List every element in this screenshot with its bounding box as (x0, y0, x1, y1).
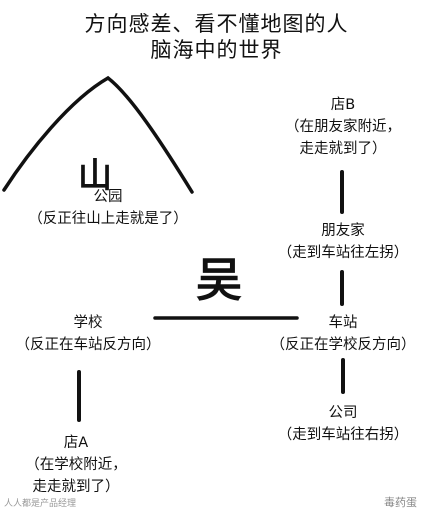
friend-note: （走到车站往左拐） (277, 245, 409, 261)
shopB-note-2: 走走就到了） (299, 141, 387, 157)
park-note: （反正往山上走就是了） (28, 211, 188, 227)
shopB-note-1: （在朋友家附近， (285, 119, 401, 135)
shopB-label: 店B （在朋友家附近， 走走就到了） (263, 94, 423, 160)
station-name: 车站 (328, 315, 358, 331)
shopA-name: 店A (63, 435, 89, 451)
station-label: 车站 （反正在学校反方向） (258, 312, 428, 356)
school-label: 学校 （反正在车站反方向） (8, 312, 168, 356)
shopA-note-2: 走走就到了） (32, 479, 120, 495)
park-label: 公园 （反正往山上走就是了） (0, 186, 216, 230)
company-label: 公司 （走到车站往右拐） (261, 402, 425, 446)
shopB-name: 店B (330, 97, 356, 113)
school-note: （反正在车站反方向） (15, 337, 161, 353)
park-name: 公园 (93, 189, 123, 205)
watermark-left: 人人都是产品经理 (4, 499, 77, 509)
company-note: （走到车站往右拐） (277, 427, 409, 443)
person-figure: 吴 (196, 253, 242, 307)
station-note: （反正在学校反方向） (270, 337, 416, 353)
friend-label: 朋友家 （走到车站往左拐） (263, 220, 423, 264)
mountain-outline (2, 75, 194, 194)
company-name: 公司 (328, 405, 358, 421)
school-name: 学校 (73, 315, 103, 331)
page-subtitle: 脑海中的世界 (150, 38, 283, 62)
page-title: 方向感差、看不懂地图的人 (84, 12, 349, 36)
shopA-label: 店A （在学校附近， 走走就到了） (6, 432, 146, 498)
friend-name: 朋友家 (321, 223, 365, 239)
watermark-right: 毒药蛋 (384, 496, 417, 509)
mountain-label: 山 (78, 156, 112, 196)
shopA-note-1: （在学校附近， (25, 457, 127, 473)
